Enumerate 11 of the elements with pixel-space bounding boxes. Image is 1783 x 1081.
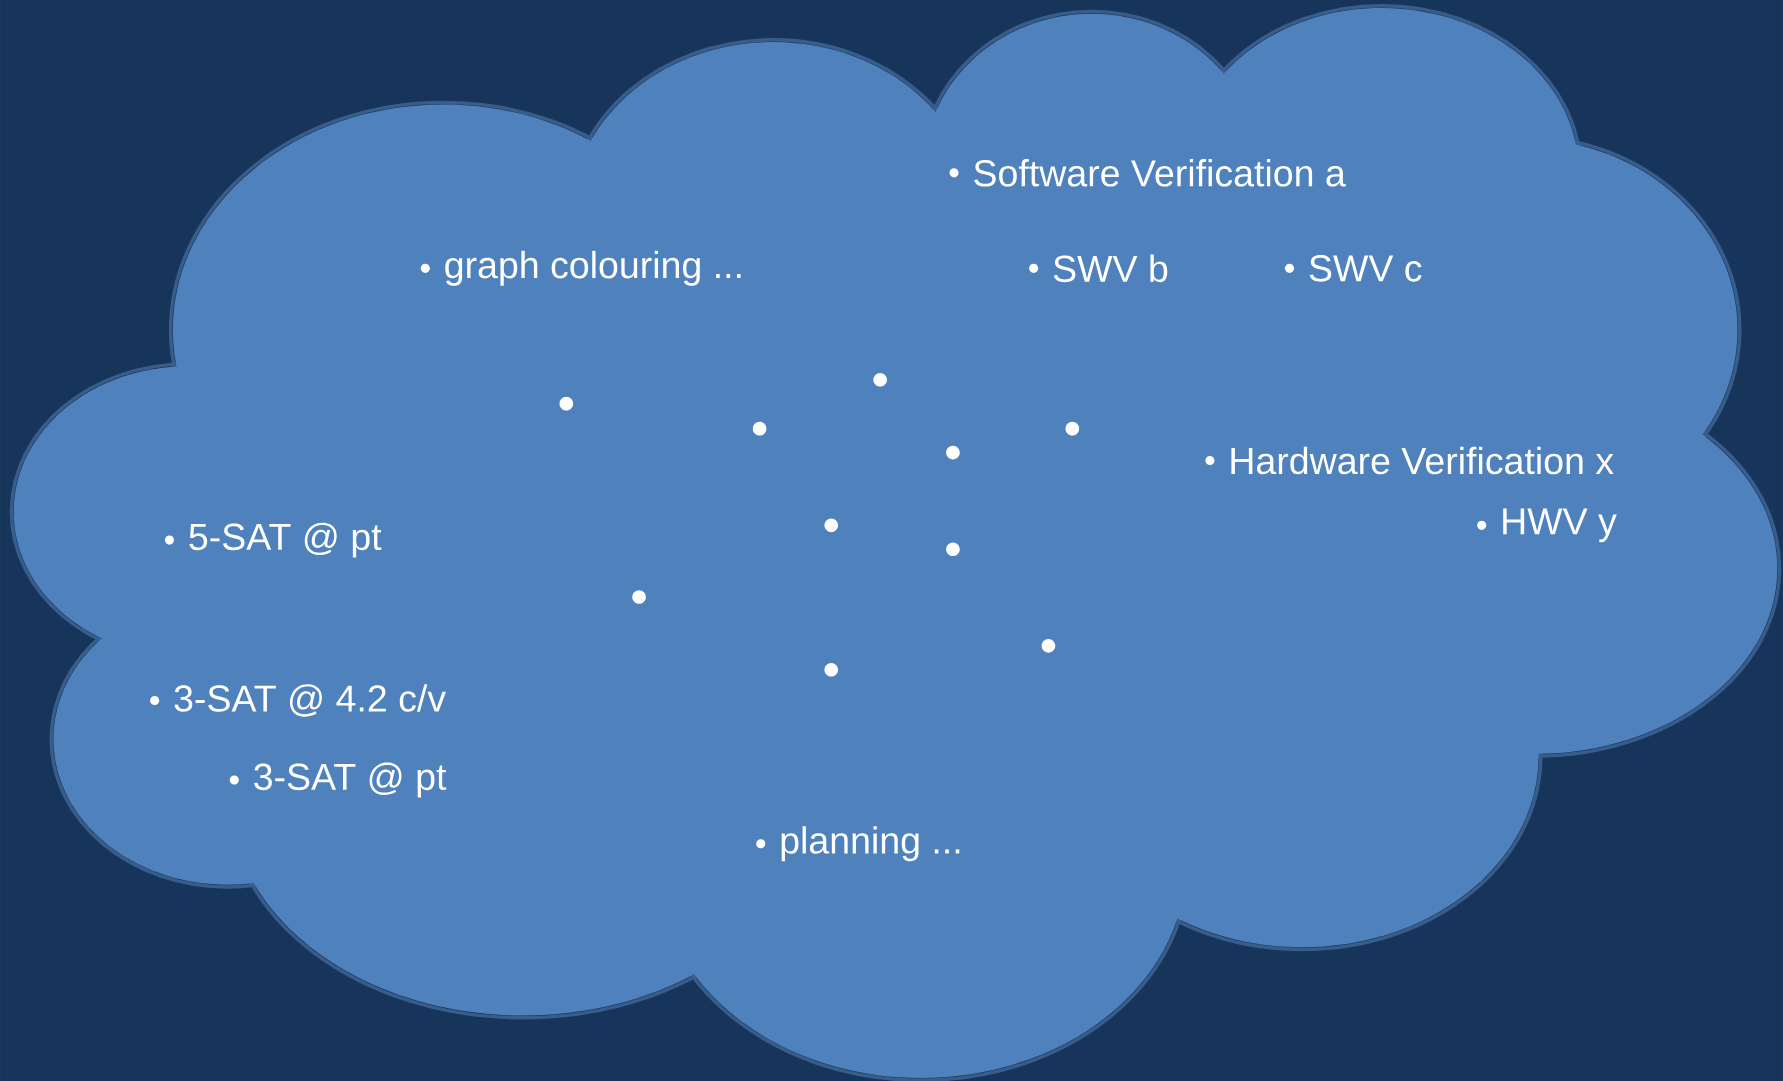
bullet-text: 3-SAT @ pt [229,762,447,798]
bullet-text: Software Verification a [949,158,1346,187]
bullet-text: planning ... [756,826,960,862]
bullet-text: SWV b [1029,254,1168,282]
bullet-text: 5-SAT @ pt [164,522,382,558]
bullet-text: 3-SAT @ 4.2 c/v [150,684,446,717]
bullet-text: SWV c [1284,254,1422,282]
bullet-text: graph colouring ... [420,250,741,286]
bullet-text: Hardware Verification x [1205,446,1614,475]
cloud [9,3,1782,1081]
bullet-text: HWV y [1477,508,1617,542]
